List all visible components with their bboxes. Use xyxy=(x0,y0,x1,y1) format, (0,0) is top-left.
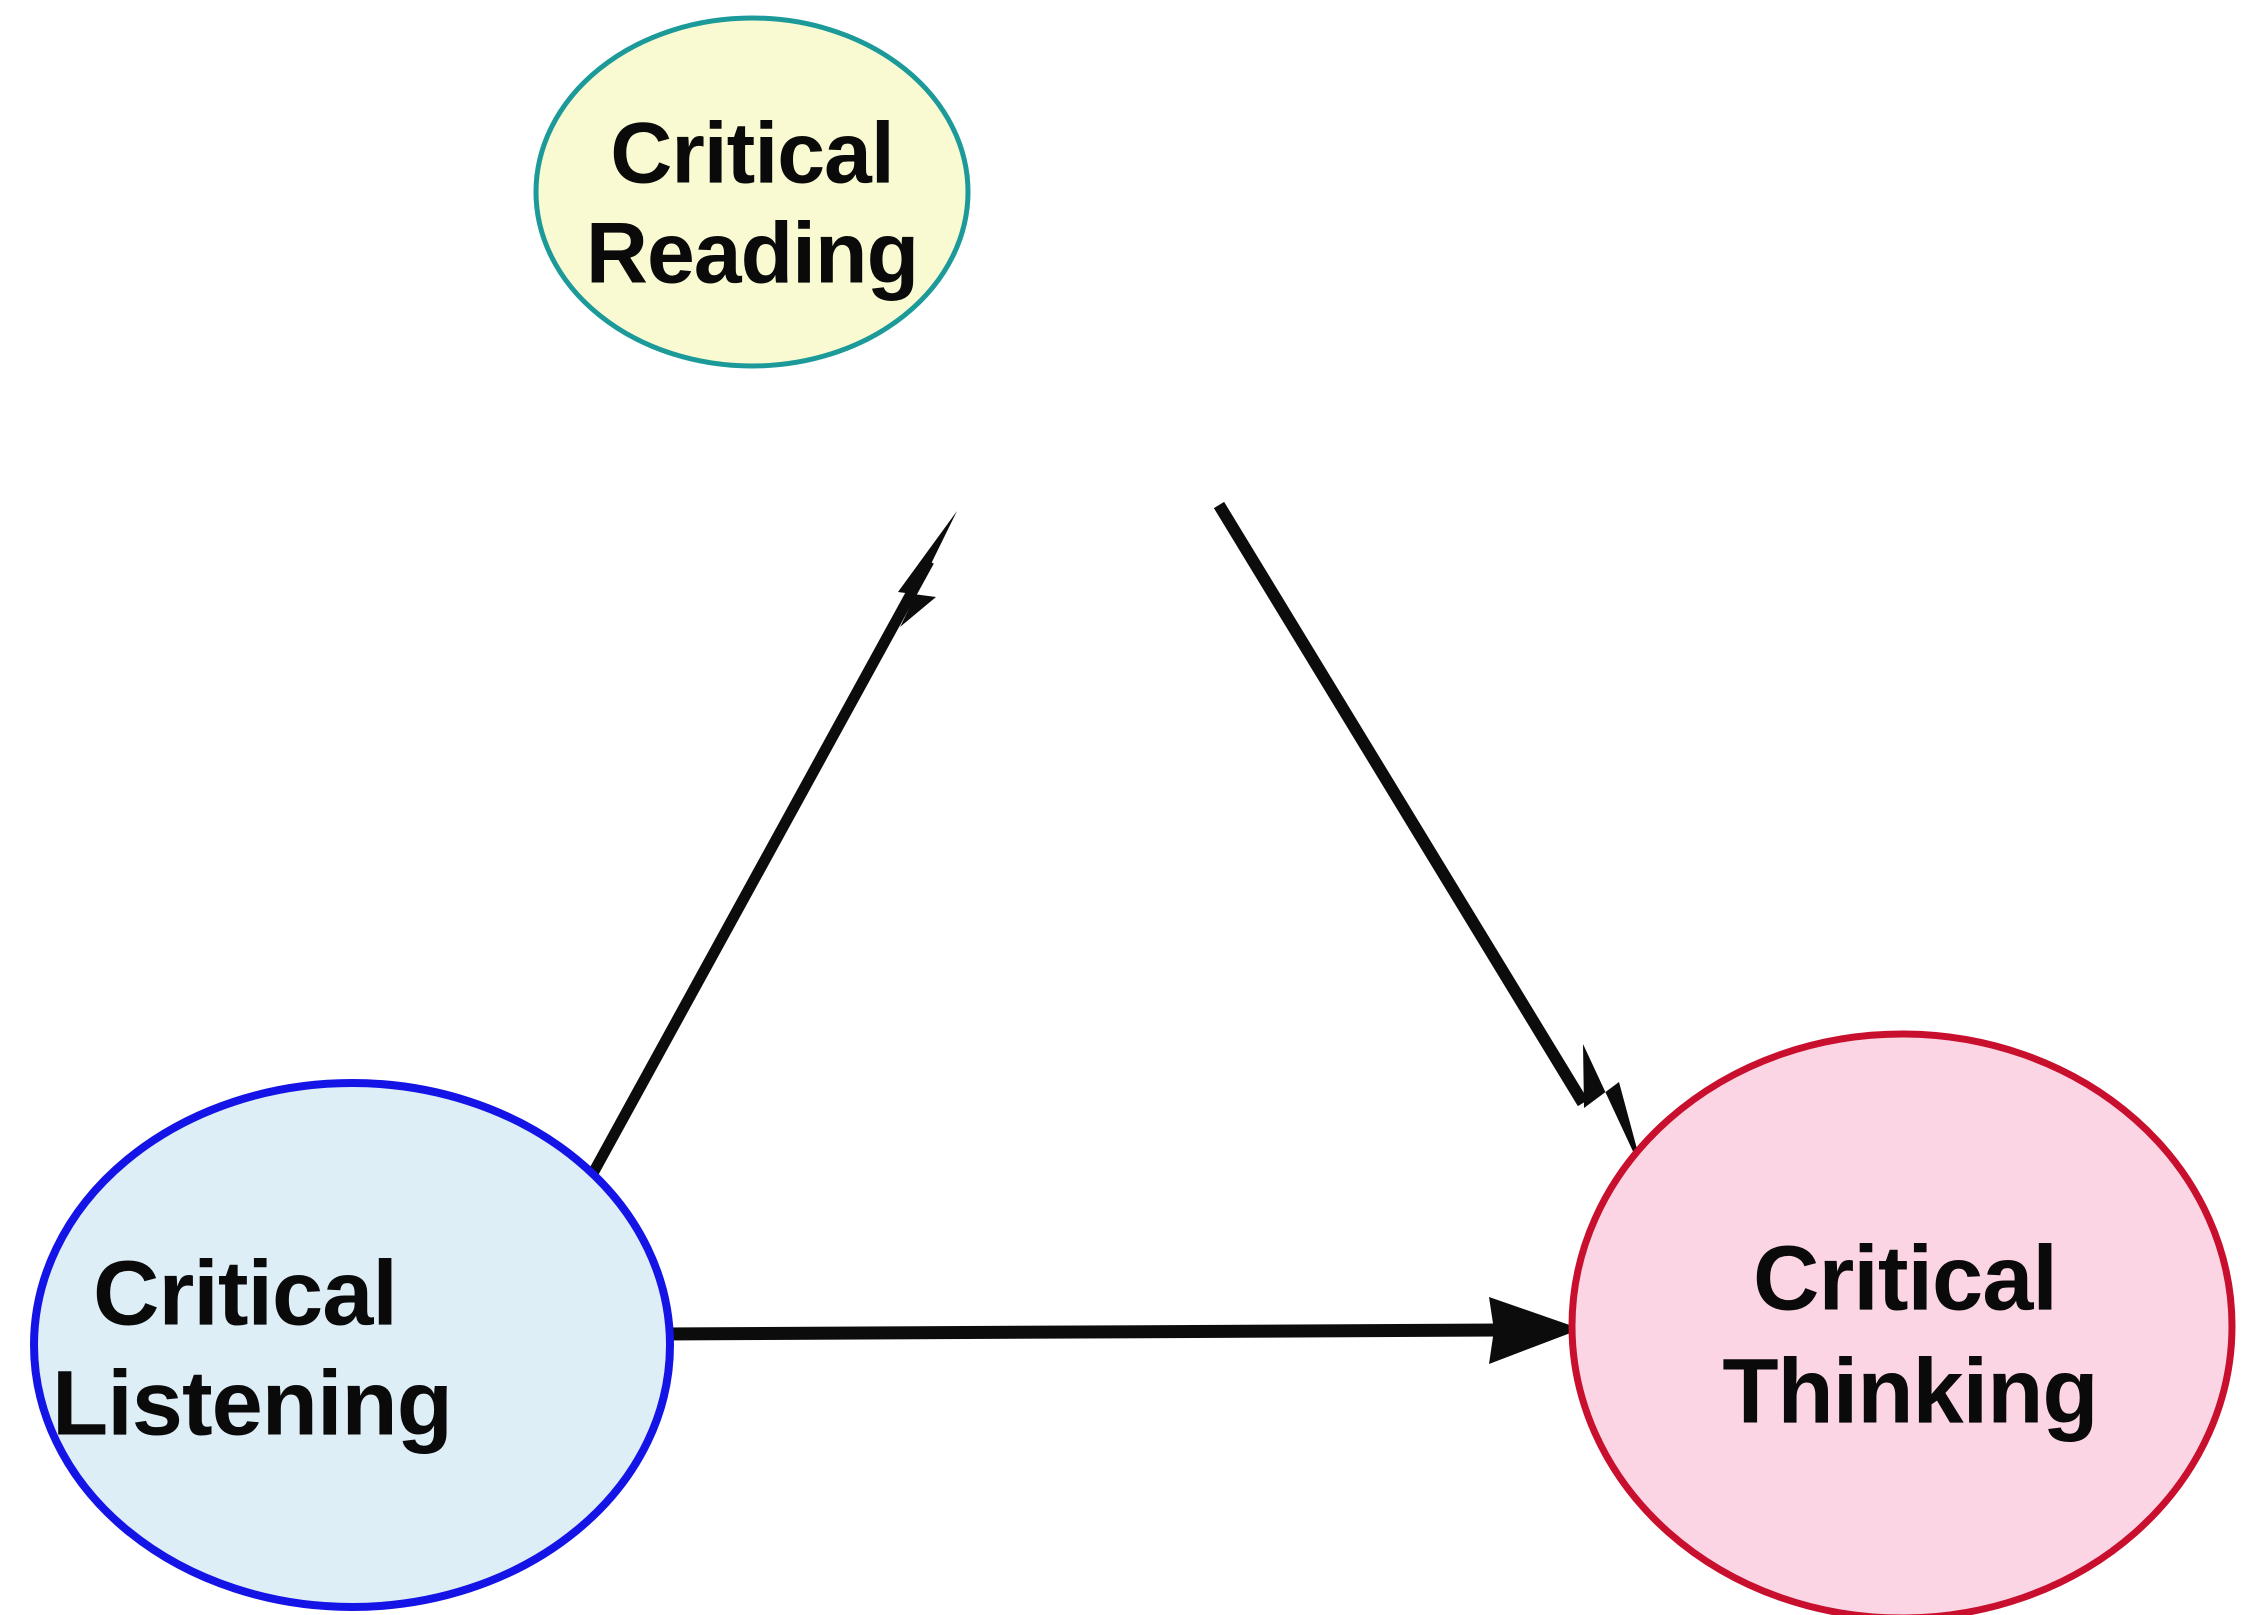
node-critical-thinking[interactable]: Critical Thinking xyxy=(1568,1030,2236,1615)
node-critical-reading-label-line2: Reading xyxy=(586,206,918,302)
node-critical-reading-label-line1: Critical xyxy=(610,106,894,202)
node-critical-listening-ellipse[interactable] xyxy=(30,1079,674,1611)
node-critical-reading-ellipse[interactable] xyxy=(533,15,971,369)
edge-reading-to-thinking-line xyxy=(1213,501,1589,1107)
edge-reading-to-thinking xyxy=(1213,501,1644,1175)
edge-listening-to-reading xyxy=(587,511,957,1178)
edge-listening-to-reading-line xyxy=(587,558,934,1178)
edge-listening-to-reading-arrowhead xyxy=(898,511,957,627)
node-critical-listening-label-line1: Critical xyxy=(93,1242,397,1344)
edge-listening-to-thinking-line xyxy=(661,1323,1501,1341)
edge-reading-to-thinking-arrowhead xyxy=(1583,1044,1644,1175)
node-critical-listening-label-line2: Listening xyxy=(52,1352,452,1454)
node-critical-thinking-label-line1: Critical xyxy=(1753,1227,2057,1329)
node-critical-listening[interactable]: Critical Listening xyxy=(30,1079,674,1611)
edge-listening-to-thinking xyxy=(661,1297,1581,1364)
node-critical-thinking-ellipse[interactable] xyxy=(1568,1030,2236,1615)
node-critical-reading[interactable]: Critical Reading xyxy=(533,15,971,369)
edge-listening-to-thinking-arrowhead xyxy=(1489,1297,1581,1364)
node-critical-thinking-label-line2: Thinking xyxy=(1722,1340,2097,1442)
